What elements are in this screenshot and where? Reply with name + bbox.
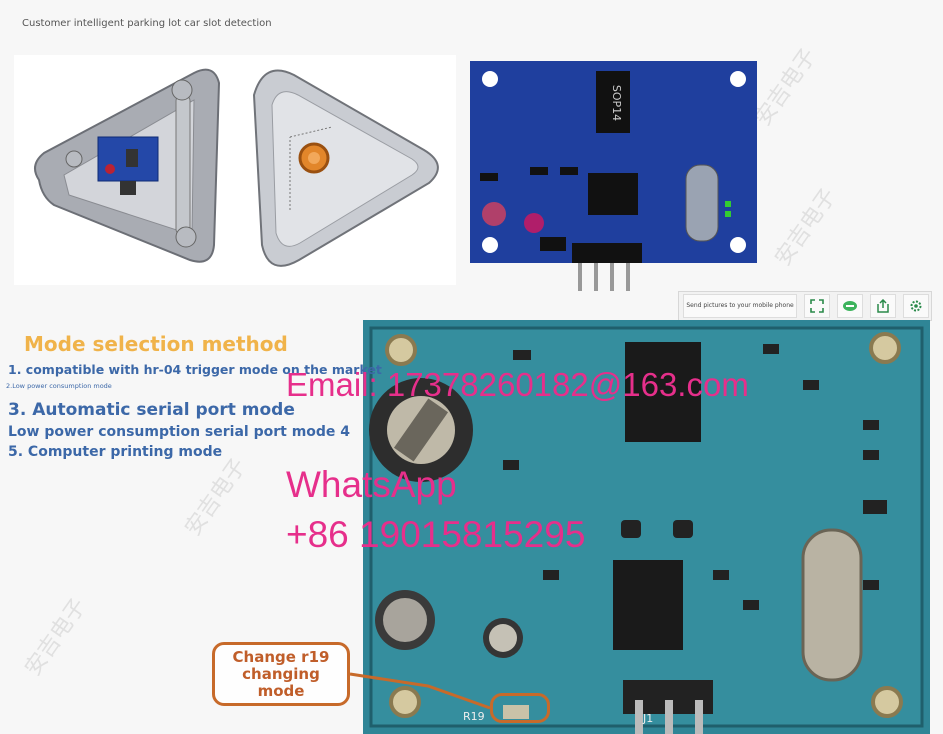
expand-icon [810,299,824,313]
mode-item-5: 5. Computer printing mode [8,444,223,460]
contact-whatsapp: WhatsApp [286,464,457,505]
callout-text: Change r19 changing mode [232,647,330,700]
image-search-icon [843,301,857,311]
callout-connector [349,672,491,710]
share-icon [877,299,889,313]
watermark: 安吉电子 [770,184,842,271]
j1-label: J1 [642,712,653,725]
watermark: 安吉电子 [180,454,252,541]
mode-item-2: 2.Low power consumption mode [6,382,112,390]
mode-title: Mode selection method [24,332,288,356]
r19-highlight [490,693,550,723]
send-to-phone-button[interactable]: Send pictures to your mobile phone [683,294,797,318]
enclosure-render [14,55,456,285]
image-toolbar: Send pictures to your mobile phone [678,291,932,321]
settings-button[interactable] [903,294,929,318]
mode-item-3: 3. Automatic serial port mode [8,400,295,420]
watermark: 安吉电子 [20,594,92,681]
chip-label: SOP14 [610,85,623,121]
pcb-top-view: SOP14 [470,61,757,291]
contact-phone: +86 19015815295 [286,514,586,555]
pcb-photo: R19 J1 [363,320,930,734]
r19-callout: Change r19 changing mode [212,642,350,706]
r19-label: R19 [463,710,485,723]
page-title: Customer intelligent parking lot car slo… [22,18,272,29]
share-button[interactable] [870,294,896,318]
mode-item-4: Low power consumption serial port mode 4 [8,424,351,440]
expand-button[interactable] [804,294,830,318]
mode-item-1: 1. compatible with hr-04 trigger mode on… [8,362,382,377]
settings-icon [910,300,922,312]
image-search-button[interactable] [837,294,863,318]
contact-email: Email: 17378260182@163.com [286,366,749,403]
watermark: 安吉电子 [750,44,822,131]
